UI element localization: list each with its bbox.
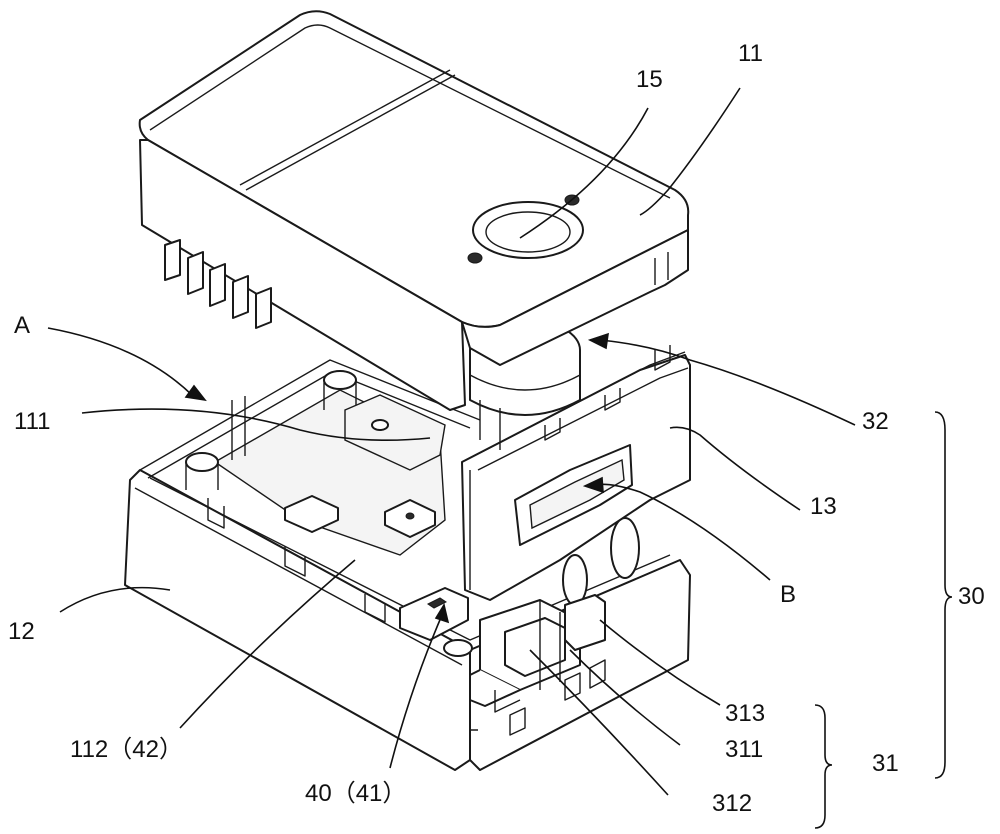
leader-111 (81, 408, 431, 442)
arrow-32 (587, 332, 609, 350)
leader-32 (599, 339, 856, 426)
label-40: 40（41） (305, 780, 407, 807)
label-312: 312 (712, 790, 753, 817)
leader-B (594, 483, 771, 581)
leader-112 (179, 559, 356, 729)
arrow-A (184, 384, 207, 402)
label-15: 15 (636, 66, 663, 93)
arrow-40 (434, 602, 450, 624)
leader-11 (639, 87, 741, 216)
label-31: 31 (872, 750, 899, 777)
leader-40 (389, 614, 443, 769)
leader-312 (529, 649, 669, 796)
brace-30 (934, 411, 953, 779)
label-311: 311 (725, 736, 764, 763)
leader-311 (569, 649, 681, 746)
contact-assembly (469, 594, 606, 713)
label-111: 111 (14, 408, 51, 435)
arrow-B (582, 476, 604, 494)
middle-module (461, 319, 691, 601)
label-13: 13 (810, 493, 837, 520)
label-12: 12 (8, 618, 35, 645)
leader-lines (47, 87, 953, 829)
brace-31 (814, 704, 833, 829)
label-32: 32 (862, 408, 889, 435)
label-313: 313 (725, 700, 766, 727)
leader-15 (519, 107, 649, 239)
leader-313 (599, 619, 721, 706)
label-112: 112（42） (70, 736, 183, 763)
label-30: 30 (958, 583, 985, 610)
label-B: B (780, 581, 797, 608)
leader-13 (669, 426, 801, 511)
leader-12 (59, 586, 171, 613)
top-cover (138, 10, 690, 411)
leader-A (47, 327, 193, 396)
label-A: A (14, 312, 31, 339)
label-11: 11 (738, 40, 763, 67)
